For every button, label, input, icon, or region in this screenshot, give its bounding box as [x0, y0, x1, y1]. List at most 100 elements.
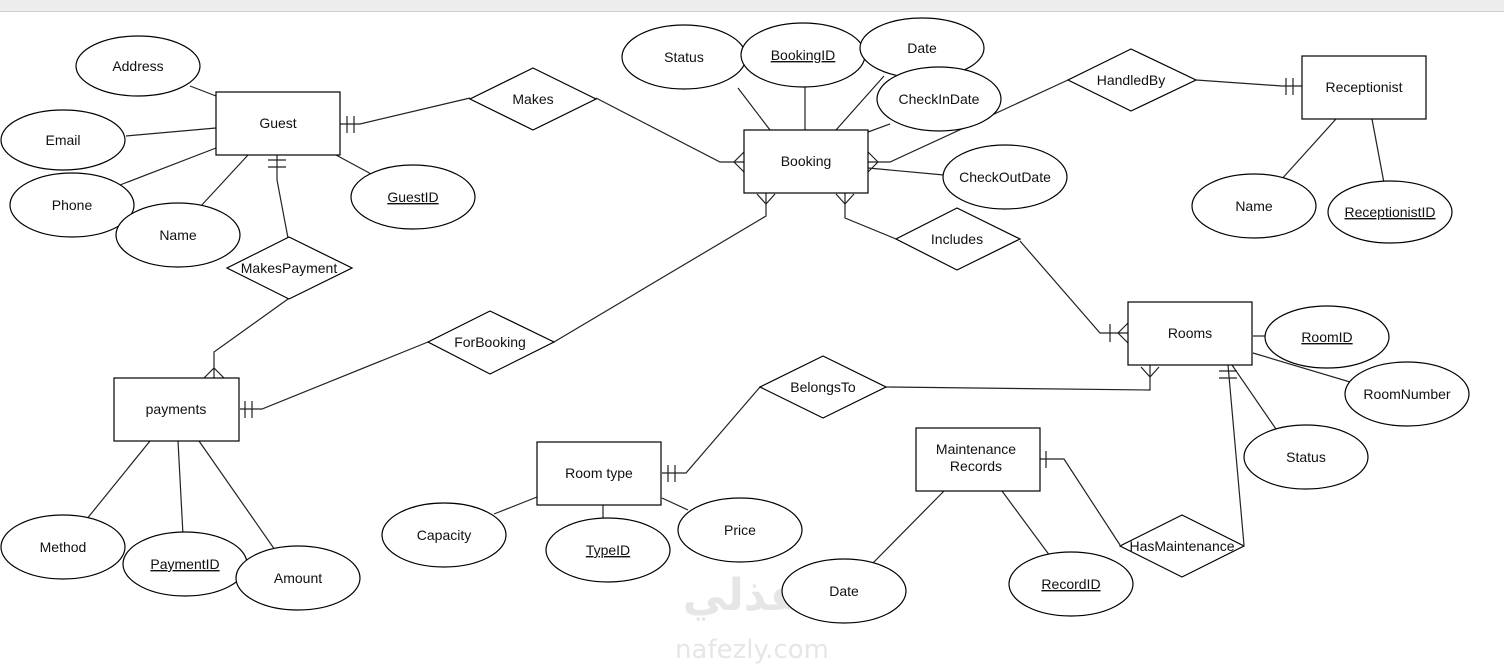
- entity-rooms[interactable]: Rooms: [1127, 301, 1253, 366]
- attr-booking-checkout[interactable]: CheckOutDate: [942, 144, 1068, 210]
- svg-text:Name: Name: [159, 227, 197, 243]
- attr-rooms-roomid[interactable]: RoomID: [1264, 305, 1390, 369]
- svg-text:BelongsTo: BelongsTo: [790, 379, 856, 395]
- svg-text:BookingID: BookingID: [771, 47, 836, 63]
- edge-makespayment-payments: [213, 298, 289, 378]
- svg-text:ForBooking: ForBooking: [454, 334, 526, 350]
- edge-roomtype-belongsto: [662, 386, 761, 474]
- attr-receptionist-name[interactable]: Name: [1191, 173, 1317, 239]
- entity-guest[interactable]: Guest: [215, 91, 341, 156]
- edge-booking-handledby-crowfoot: [867, 151, 879, 173]
- attr-booking-status[interactable]: Status: [621, 24, 747, 90]
- attr-payments-amount[interactable]: Amount: [235, 545, 361, 611]
- edge-payments-forbooking: [240, 341, 429, 410]
- svg-text:GuestID: GuestID: [387, 189, 438, 205]
- attr-booking-bookingid[interactable]: BookingID: [740, 22, 866, 88]
- svg-text:Room type: Room type: [565, 465, 633, 481]
- edge-booking-status: [737, 87, 771, 131]
- edge-guest-makes: [340, 97, 471, 125]
- attr-booking-checkin[interactable]: CheckInDate: [876, 66, 1002, 132]
- edge-makes-booking: [595, 97, 744, 163]
- svg-text:Includes: Includes: [931, 231, 983, 247]
- attr-maintenance-recordid[interactable]: RecordID: [1008, 551, 1134, 617]
- edge-rooms-status: [1231, 364, 1279, 433]
- relationship-makes-payment[interactable]: MakesPayment: [225, 236, 354, 300]
- svg-text:Price: Price: [724, 522, 756, 538]
- entity-room-type[interactable]: Room type: [536, 441, 662, 506]
- attr-receptionist-id[interactable]: ReceptionistID: [1327, 180, 1453, 244]
- edge-guest-guestid: [335, 154, 374, 176]
- edge-guest-name: [199, 154, 249, 208]
- svg-text:Date: Date: [907, 40, 937, 56]
- attr-guest-name[interactable]: Name: [115, 202, 241, 268]
- svg-text:Receptionist: Receptionist: [1325, 79, 1402, 95]
- attr-payments-paymentid[interactable]: PaymentID: [122, 531, 248, 597]
- svg-text:Date: Date: [829, 583, 859, 599]
- relationship-for-booking[interactable]: ForBooking: [426, 310, 556, 375]
- relationship-includes[interactable]: Includes: [894, 207, 1022, 271]
- svg-text:RoomID: RoomID: [1301, 329, 1352, 345]
- edge-guest-email: [125, 127, 217, 137]
- window-top-bar: [0, 0, 1504, 12]
- entity-maintenance-records[interactable]: Maintenance Records: [915, 427, 1041, 492]
- svg-text:RoomNumber: RoomNumber: [1363, 386, 1450, 402]
- edge-booking-checkout: [867, 167, 945, 176]
- edge-maintenance-recordid: [1001, 490, 1051, 557]
- svg-text:CheckOutDate: CheckOutDate: [959, 169, 1051, 185]
- entity-receptionist[interactable]: Receptionist: [1301, 55, 1427, 120]
- attr-roomtype-capacity[interactable]: Capacity: [381, 502, 507, 568]
- svg-text:Capacity: Capacity: [417, 527, 471, 543]
- svg-text:PaymentID: PaymentID: [150, 556, 219, 572]
- edge-guest-phone: [119, 147, 217, 186]
- edge-makespayment-payments-crowfoot: [203, 367, 225, 379]
- svg-text:Records: Records: [950, 458, 1002, 474]
- edge-booking-includes: [844, 192, 897, 240]
- edge-payments-paymentid: [177, 440, 184, 536]
- attr-guest-address[interactable]: Address: [75, 35, 201, 97]
- svg-text:Makes: Makes: [512, 91, 553, 107]
- svg-text:Name: Name: [1235, 198, 1273, 214]
- attr-booking-date[interactable]: Date: [859, 17, 985, 79]
- attributes: Address Email Phone Name GuestID Status …: [0, 17, 1470, 624]
- attr-guest-phone[interactable]: Phone: [9, 172, 135, 238]
- relationship-has-maintenance[interactable]: HasMaintenance: [1118, 514, 1246, 578]
- edge-belongsto-rooms-crowfoot: [1140, 366, 1160, 378]
- edge-guest-makespayment: [276, 155, 289, 239]
- svg-text:HasMaintenance: HasMaintenance: [1129, 538, 1234, 554]
- attr-rooms-roomnumber[interactable]: RoomNumber: [1344, 361, 1470, 427]
- edge-receptionist-name: [1279, 118, 1337, 182]
- edge-booking-checkin: [867, 123, 891, 133]
- svg-text:TypeID: TypeID: [586, 542, 630, 558]
- edge-payments-method: [85, 440, 151, 521]
- edge-rooms-roomnumber: [1252, 352, 1351, 383]
- edge-includes-rooms-crowfoot: [1117, 322, 1129, 344]
- attr-rooms-status[interactable]: Status: [1243, 424, 1369, 490]
- edge-hasmaintenance-rooms: [1227, 364, 1245, 546]
- attr-guest-email[interactable]: Email: [0, 109, 126, 171]
- svg-text:Email: Email: [45, 132, 80, 148]
- edge-receptionist-id: [1371, 118, 1385, 184]
- attr-roomtype-typeid[interactable]: TypeID: [545, 517, 671, 583]
- attr-payments-method[interactable]: Method: [0, 514, 126, 580]
- attr-guest-guestid[interactable]: GuestID: [350, 164, 476, 230]
- edge-handledby-receptionist: [1195, 79, 1302, 87]
- attr-roomtype-price[interactable]: Price: [677, 497, 803, 563]
- edge-belongsto-rooms: [885, 365, 1151, 391]
- edge-forbooking-booking-crowfoot: [756, 193, 776, 205]
- entity-booking[interactable]: Booking: [743, 129, 869, 194]
- relationship-makes[interactable]: Makes: [468, 67, 598, 131]
- edge-maintenance-date: [869, 490, 945, 567]
- attr-maintenance-date[interactable]: Date: [781, 558, 907, 624]
- svg-text:ReceptionistID: ReceptionistID: [1344, 204, 1435, 220]
- entity-payments[interactable]: payments: [113, 377, 240, 442]
- edge-roomtype-capacity: [493, 496, 538, 515]
- relationship-belongs-to[interactable]: BelongsTo: [758, 355, 888, 419]
- svg-text:Maintenance: Maintenance: [936, 441, 1016, 457]
- svg-text:Booking: Booking: [781, 153, 832, 169]
- edges: [85, 75, 1385, 567]
- edge-maintenance-hasmaintenance: [1040, 458, 1121, 546]
- watermark-latin: nafezly.com: [675, 635, 829, 665]
- svg-text:payments: payments: [146, 401, 207, 417]
- relationship-handled-by[interactable]: HandledBy: [1066, 48, 1198, 112]
